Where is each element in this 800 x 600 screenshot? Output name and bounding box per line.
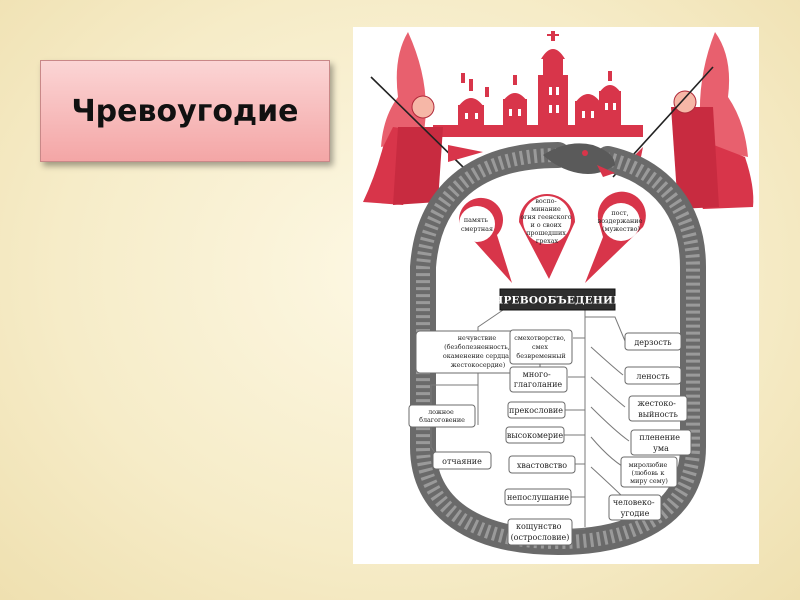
remedy-memory-of-death: память смертная	[461, 216, 493, 233]
node-hard-heartedness: жестоко- выйность	[629, 396, 687, 421]
node-sloth: леность	[625, 367, 681, 384]
node-disobedience: непослушание	[505, 489, 571, 505]
node-arrogance: высокомерие	[506, 427, 564, 443]
svg-text:леность: леность	[636, 372, 670, 381]
node-despair: отчаяние	[433, 452, 491, 469]
svg-text:дерзость: дерзость	[634, 338, 672, 347]
serpent-diagram: память смертная воспо- минание огня геен…	[353, 27, 759, 564]
svg-text:непослушание: непослушание	[507, 493, 569, 502]
node-false-piety: ложное благоговение	[409, 405, 475, 427]
node-laughter: смехотворство, смех безвременный	[510, 330, 572, 364]
center-node: ЧРЕВООБЪЕДЕНИЕ	[494, 289, 622, 310]
monastery-illustration	[433, 31, 643, 137]
svg-text:высокомерие: высокомерие	[507, 431, 563, 440]
svg-text:хвастовство: хвастовство	[517, 461, 567, 470]
svg-text:прекословие: прекословие	[509, 406, 563, 415]
diagram-panel: память смертная воспо- минание огня геен…	[353, 27, 759, 564]
slide-title-box: Чревоугодие	[40, 60, 330, 162]
node-captivity-of-mind: пленение ума	[631, 430, 691, 455]
node-insolence: дерзость	[625, 333, 681, 350]
node-blasphemy: кощунство (острословие)	[508, 519, 572, 545]
node-worldliness: миролюбие (любовь к миру сему)	[621, 457, 677, 487]
svg-text:миролюбие (любовь к: миролюбие (любовь к миру сему)	[629, 461, 670, 485]
svg-text:отчаяние: отчаяние	[442, 457, 482, 466]
node-talkativeness: много- глаголание	[510, 367, 567, 392]
node-contradiction: прекословие	[508, 402, 565, 418]
slide-title: Чревоугодие	[71, 94, 298, 129]
center-node-label: ЧРЕВООБЪЕДЕНИЕ	[494, 295, 622, 307]
node-boasting: хвастовство	[509, 456, 575, 473]
node-people-pleasing: человеко- угодие	[609, 495, 661, 520]
